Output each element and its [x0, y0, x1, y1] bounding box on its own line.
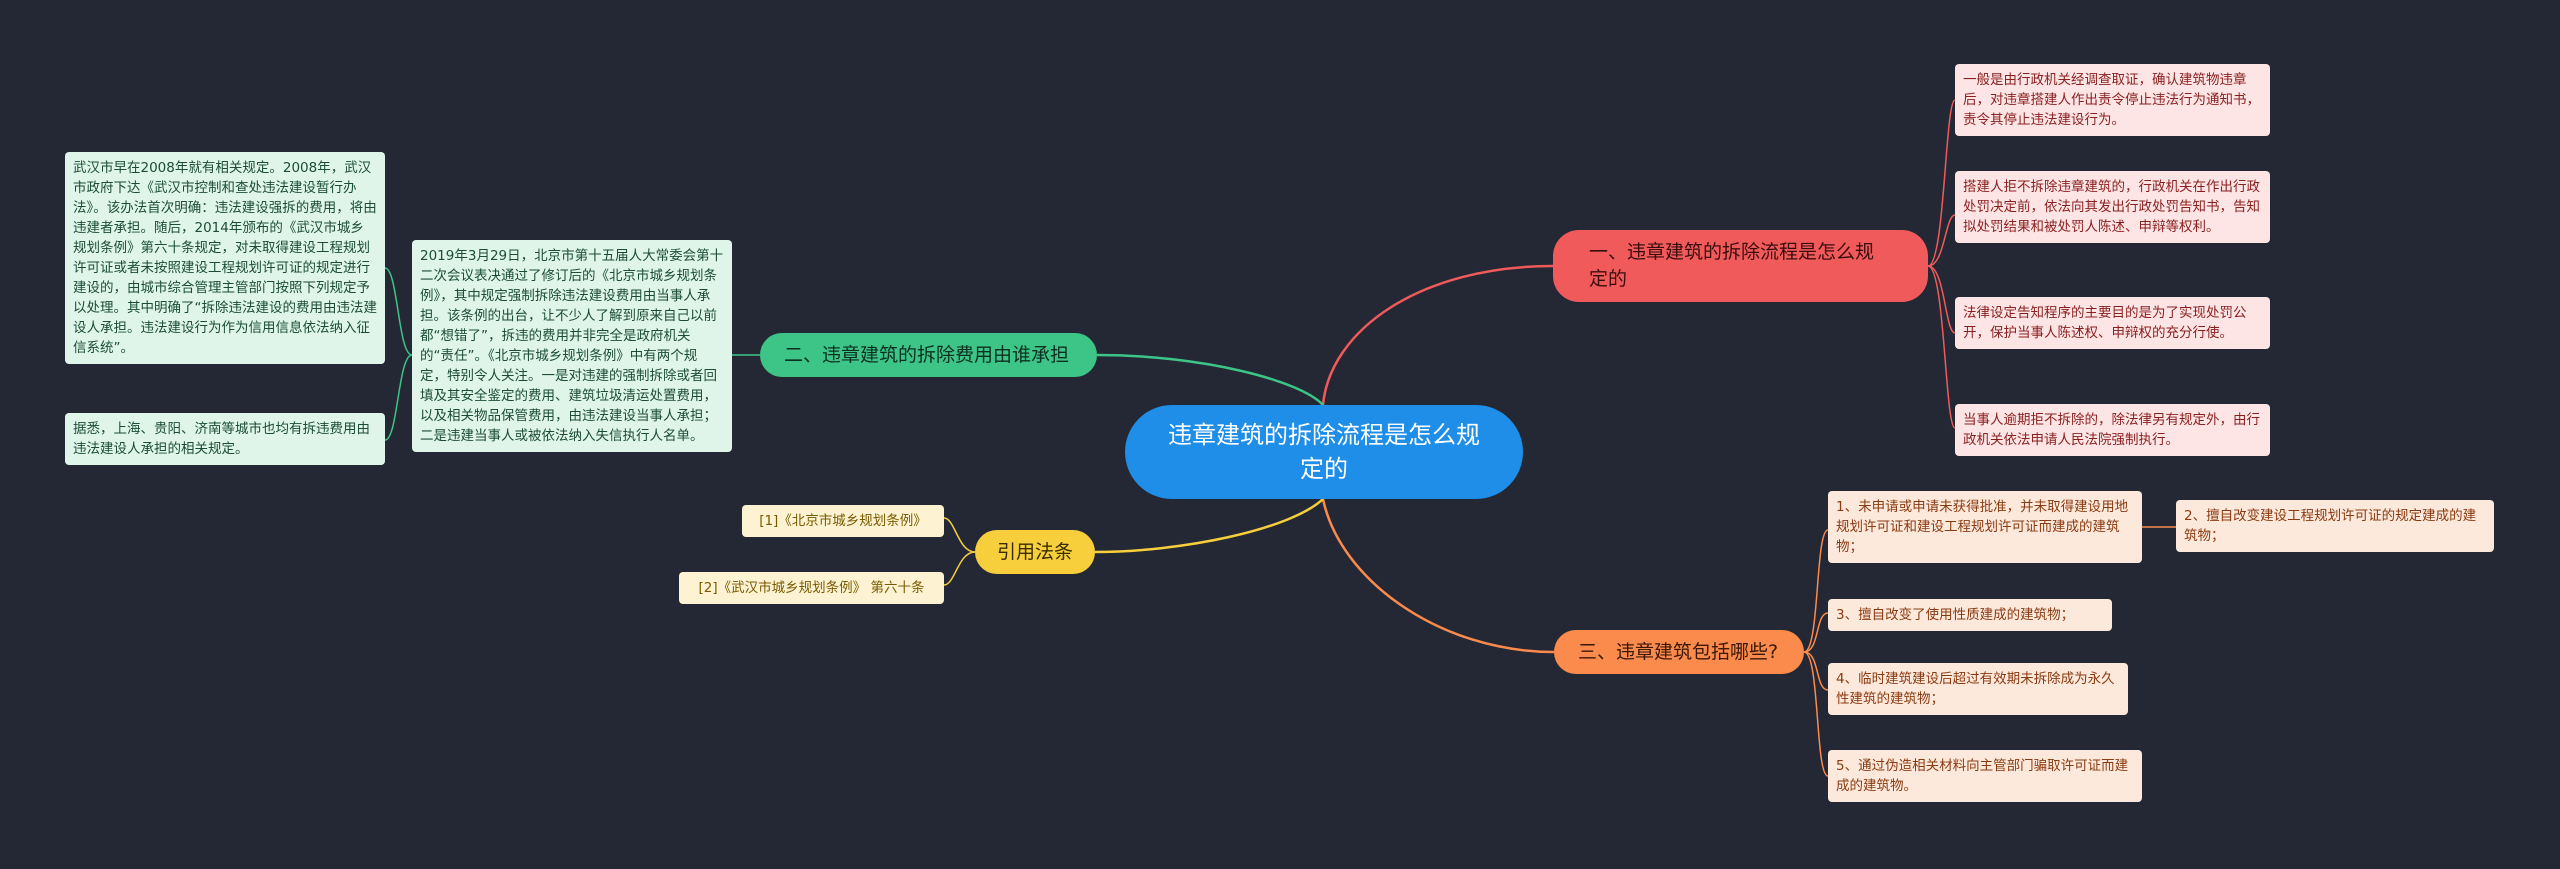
edge-b1-leaf4	[1927, 265, 1956, 429]
edge-b3-leaf5	[1803, 651, 1829, 777]
edge-b1-leaf2	[1927, 214, 1956, 267]
leaf-type-3[interactable]: 3、擅自改变了使用性质建成的建筑物；	[1828, 599, 2112, 631]
edge-b3-leaf4	[1803, 651, 1829, 691]
leaf-type-4[interactable]: 4、临时建筑建设后超过有效期未拆除成为永久性建筑的建筑物；	[1828, 663, 2128, 715]
edge-b1-leaf1	[1927, 99, 1956, 267]
leaf-beijing-regulation-text: 2019年3月29日，北京市第十五届人大常委会第十二次会议表决通过了修订后的《北…	[420, 248, 724, 444]
leaf-process-step-2[interactable]: 搭建人拒不拆除违章建筑的，行政机关在作出行政处罚决定前，依法向其发出行政处罚告知…	[1955, 171, 2270, 243]
leaf-law-wuhan[interactable]: [2]《武汉市城乡规划条例》 第六十条	[679, 572, 944, 604]
leaf-process-step-1-text: 一般是由行政机关经调查取证，确认建筑物违章后，对违章搭建人作出责令停止违法行为通…	[1963, 72, 2260, 128]
leaf-law-beijing[interactable]: [1]《北京市城乡规划条例》	[742, 505, 944, 537]
edge-b1-leaf3	[1927, 265, 1956, 334]
leaf-type-4-text: 4、临时建筑建设后超过有效期未拆除成为永久性建筑的建筑物；	[1836, 671, 2115, 707]
leaf-law-wuhan-text: [2]《武汉市城乡规划条例》 第六十条	[698, 580, 925, 596]
leaf-beijing-regulation[interactable]: 2019年3月29日，北京市第十五届人大常委会第十二次会议表决通过了修订后的《北…	[412, 240, 732, 452]
leaf-other-cities-text: 据悉，上海、贵阳、济南等城市也均有拆违费用由违法建设人承担的相关规定。	[73, 421, 370, 457]
leaf-type-1-text: 1、未申请或申请未获得批准，并未取得建设用地规划许可证和建设工程规划许可证而建成…	[1836, 499, 2129, 555]
center-topic-label: 违章建筑的拆除流程是怎么规定的	[1168, 421, 1480, 483]
leaf-wuhan-regulation-text: 武汉市早在2008年就有相关规定。2008年，武汉市政府下达《武汉市控制和查处违…	[73, 160, 377, 356]
branch-removal-process-label: 一、违章建筑的拆除流程是怎么规定的	[1589, 241, 1875, 290]
edge-b4-leaf1	[943, 517, 976, 553]
leaf-process-step-2-text: 搭建人拒不拆除违章建筑的，行政机关在作出行政处罚决定前，依法向其发出行政处罚告知…	[1963, 179, 2260, 235]
branch-removal-process[interactable]: 一、违章建筑的拆除流程是怎么规定的	[1553, 230, 1928, 302]
edge-main-others	[384, 354, 413, 441]
edge-center-b4	[1094, 498, 1324, 554]
branch-illegal-building-types[interactable]: 三、违章建筑包括哪些?	[1554, 630, 1804, 674]
branch-cited-laws-label: 引用法条	[997, 540, 1074, 563]
edge-b3-leaf1	[1803, 529, 1829, 653]
leaf-process-step-4-text: 当事人逾期拒不拆除的，除法律另有规定外，由行政机关依法申请人民法院强制执行。	[1963, 412, 2260, 448]
leaf-other-cities[interactable]: 据悉，上海、贵阳、济南等城市也均有拆违费用由违法建设人承担的相关规定。	[65, 413, 385, 465]
branch-removal-cost-label: 二、违章建筑的拆除费用由谁承担	[784, 343, 1070, 366]
branch-removal-cost[interactable]: 二、违章建筑的拆除费用由谁承担	[760, 333, 1097, 377]
branch-cited-laws[interactable]: 引用法条	[975, 530, 1095, 574]
leaf-process-step-4[interactable]: 当事人逾期拒不拆除的，除法律另有规定外，由行政机关依法申请人民法院强制执行。	[1955, 404, 2270, 456]
edge-center-b1	[1321, 264, 1554, 406]
leaf-type-3-text: 3、擅自改变了使用性质建成的建筑物；	[1836, 607, 2075, 623]
edge-main-wuhan	[384, 267, 413, 356]
leaf-process-step-1[interactable]: 一般是由行政机关经调查取证，确认建筑物违章后，对违章搭建人作出责令停止违法行为通…	[1955, 64, 2270, 136]
edge-center-b3	[1321, 498, 1555, 654]
leaf-type-5-text: 5、通过伪造相关材料向主管部门骗取许可证而建成的建筑物。	[1836, 758, 2129, 794]
leaf-type-2[interactable]: 2、擅自改变建设工程规划许可证的规定建成的建筑物；	[2176, 500, 2494, 552]
leaf-process-step-3-text: 法律设定告知程序的主要目的是为了实现处罚公开，保护当事人陈述权、申辩权的充分行使…	[1963, 305, 2247, 341]
edge-b3-leaf3	[1803, 612, 1829, 653]
leaf-type-1[interactable]: 1、未申请或申请未获得批准，并未取得建设用地规划许可证和建设工程规划许可证而建成…	[1828, 491, 2142, 563]
center-topic[interactable]: 违章建筑的拆除流程是怎么规定的	[1125, 405, 1523, 499]
leaf-type-5[interactable]: 5、通过伪造相关材料向主管部门骗取许可证而建成的建筑物。	[1828, 750, 2142, 802]
edge-b4-leaf2	[943, 551, 976, 586]
leaf-wuhan-regulation[interactable]: 武汉市早在2008年就有相关规定。2008年，武汉市政府下达《武汉市控制和查处违…	[65, 152, 385, 364]
edge-center-b2	[1096, 353, 1324, 406]
leaf-law-beijing-text: [1]《北京市城乡规划条例》	[759, 513, 927, 529]
branch-illegal-building-types-label: 三、违章建筑包括哪些?	[1578, 640, 1779, 663]
leaf-process-step-3[interactable]: 法律设定告知程序的主要目的是为了实现处罚公开，保护当事人陈述权、申辩权的充分行使…	[1955, 297, 2270, 349]
leaf-type-2-text: 2、擅自改变建设工程规划许可证的规定建成的建筑物；	[2184, 508, 2477, 544]
